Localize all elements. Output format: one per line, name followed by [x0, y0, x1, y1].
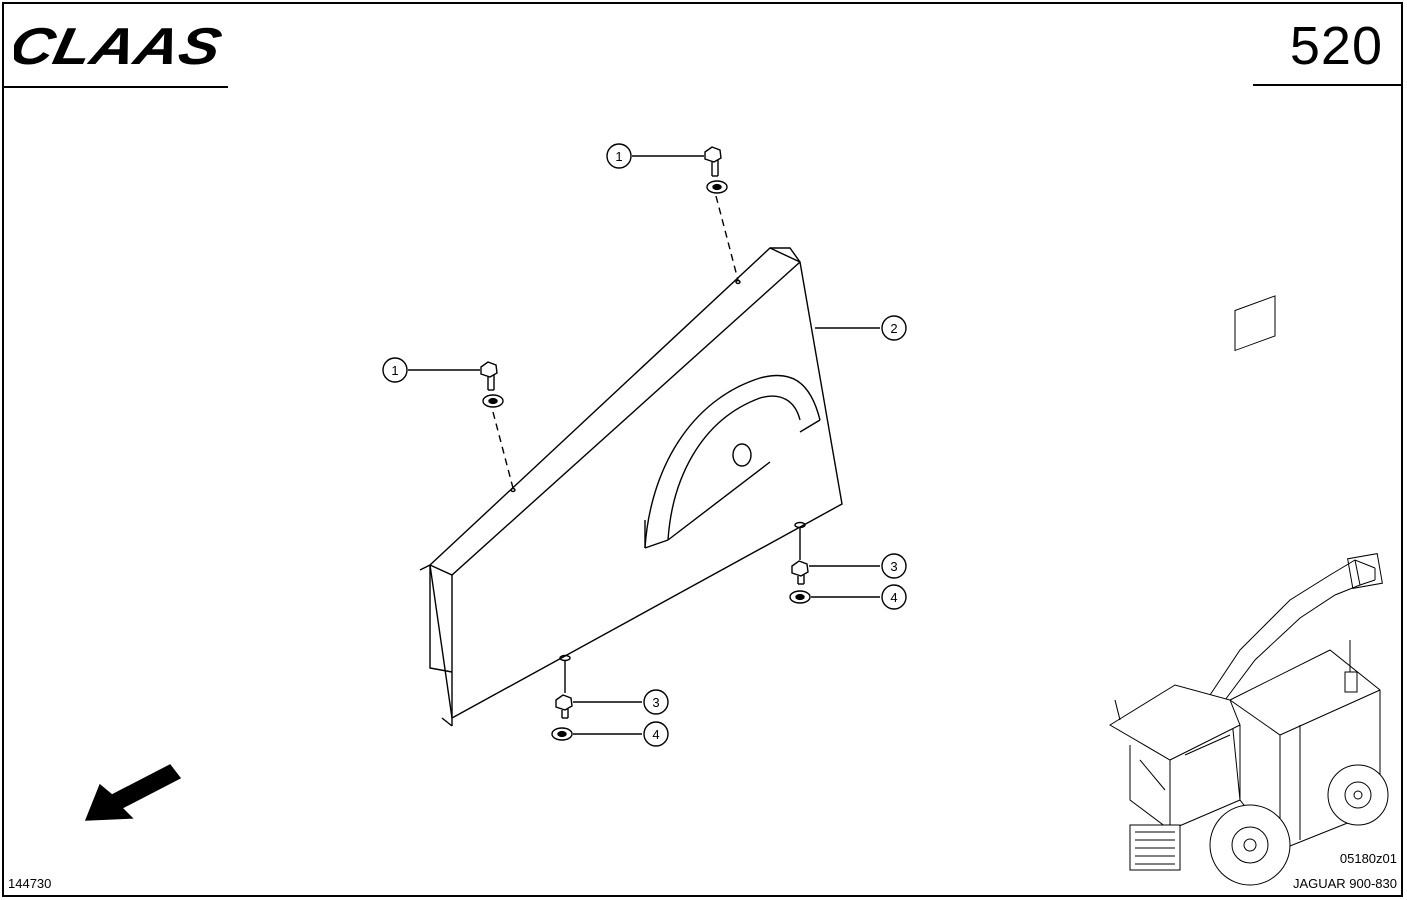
image-number: 144730 [8, 876, 52, 891]
leader-solid-lines [564, 528, 801, 693]
bolt-right [791, 560, 809, 585]
side-panel [419, 247, 843, 727]
page-number-underline [1253, 84, 1403, 86]
bolt-upper [704, 146, 722, 177]
callout-1-upper: 1 [606, 143, 632, 169]
assembly-lines [492, 195, 739, 489]
forage-harvester-icon [1109, 295, 1389, 886]
bolt-left [480, 361, 498, 391]
callout-2-label: 2 [890, 321, 897, 336]
bolt-lower [555, 694, 573, 719]
logo-underline [2, 86, 228, 88]
callout-4-right-label: 4 [890, 590, 897, 605]
arrow-down-left-icon [84, 764, 182, 821]
callout-1-left-label: 1 [391, 363, 398, 378]
washer-lower [551, 727, 573, 741]
callout-1-upper-label: 1 [615, 149, 622, 164]
callout-4-lower: 4 [643, 721, 669, 747]
callout-3-lower: 3 [643, 689, 669, 715]
claas-logo: CLAAS [4, 18, 240, 76]
washer-right [789, 590, 811, 604]
washer-upper [706, 180, 728, 194]
callout-3-right-label: 3 [890, 559, 897, 574]
callout-1-left: 1 [382, 357, 408, 383]
figure-code: 05180z01 [1339, 851, 1397, 866]
model-name: JAGUAR 900-830 [1292, 876, 1397, 891]
brand-text: CLAAS [14, 20, 227, 72]
callout-3-lower-label: 3 [652, 695, 659, 710]
callout-leaders [408, 155, 880, 735]
claas-logo-graphic: CLAAS [4, 18, 227, 76]
washer-left [482, 394, 504, 408]
callout-3-right: 3 [881, 553, 907, 579]
page-number: 520 [1289, 16, 1383, 76]
callout-4-lower-label: 4 [652, 727, 659, 742]
callout-4-right: 4 [881, 584, 907, 610]
callout-2: 2 [881, 315, 907, 341]
